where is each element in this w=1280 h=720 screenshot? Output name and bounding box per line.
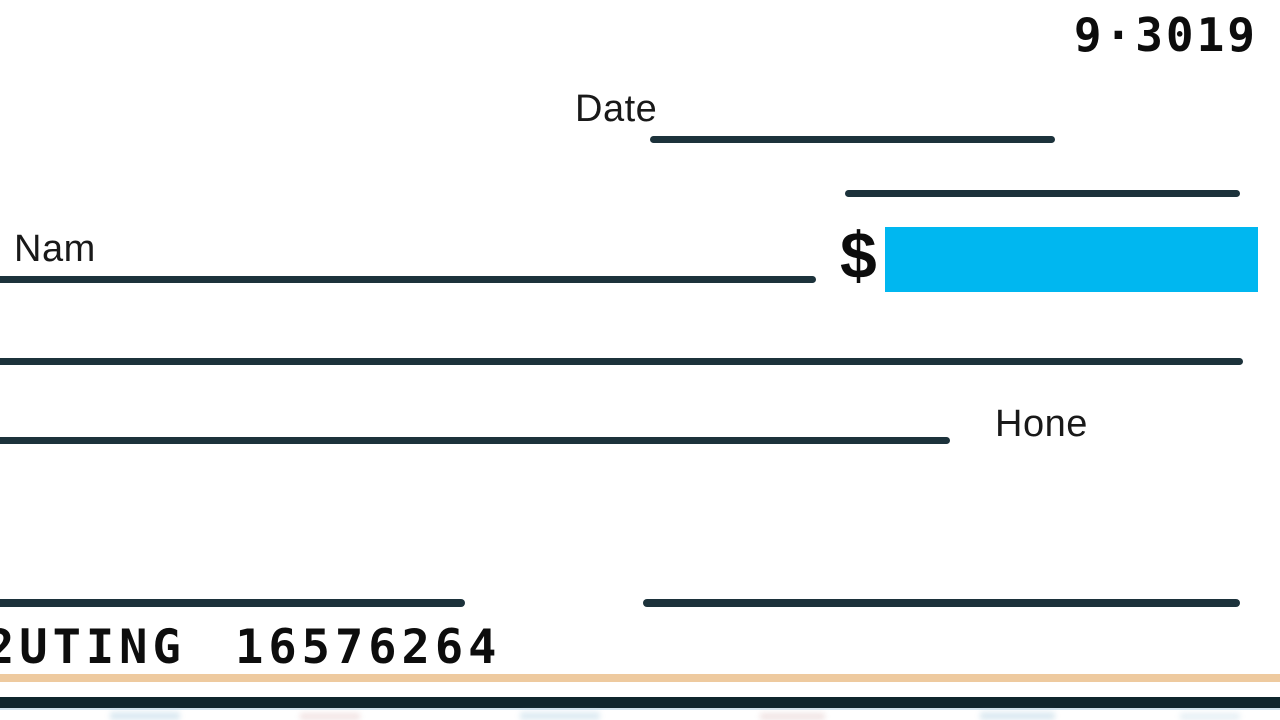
accent-stripe	[0, 674, 1280, 682]
amount-words-line	[0, 358, 1243, 365]
amount-field[interactable]	[885, 227, 1258, 292]
payer-name-line	[0, 276, 816, 283]
amount-upper-line	[845, 190, 1240, 197]
memo-line	[0, 599, 465, 607]
bottom-edge-artifact	[520, 712, 600, 720]
payer-name-label: Nam	[14, 228, 96, 270]
bottom-border-bar	[0, 697, 1280, 710]
bottom-edge-artifact	[300, 713, 360, 720]
payee-line	[0, 437, 950, 444]
bottom-edge-artifact	[110, 712, 180, 720]
date-label: Date	[575, 88, 658, 130]
bank-fraction-number: 9·3019	[1073, 8, 1258, 62]
payee-line-label: Hone	[995, 403, 1088, 445]
bottom-edge-artifact	[980, 712, 1055, 720]
date-line	[650, 136, 1055, 143]
dollar-sign: $	[840, 218, 877, 292]
bottom-edge-artifact	[1180, 713, 1240, 720]
micr-routing-text: 2UTING 16576264	[0, 620, 502, 675]
signature-line	[643, 599, 1240, 607]
bottom-edge-artifact	[760, 713, 825, 720]
